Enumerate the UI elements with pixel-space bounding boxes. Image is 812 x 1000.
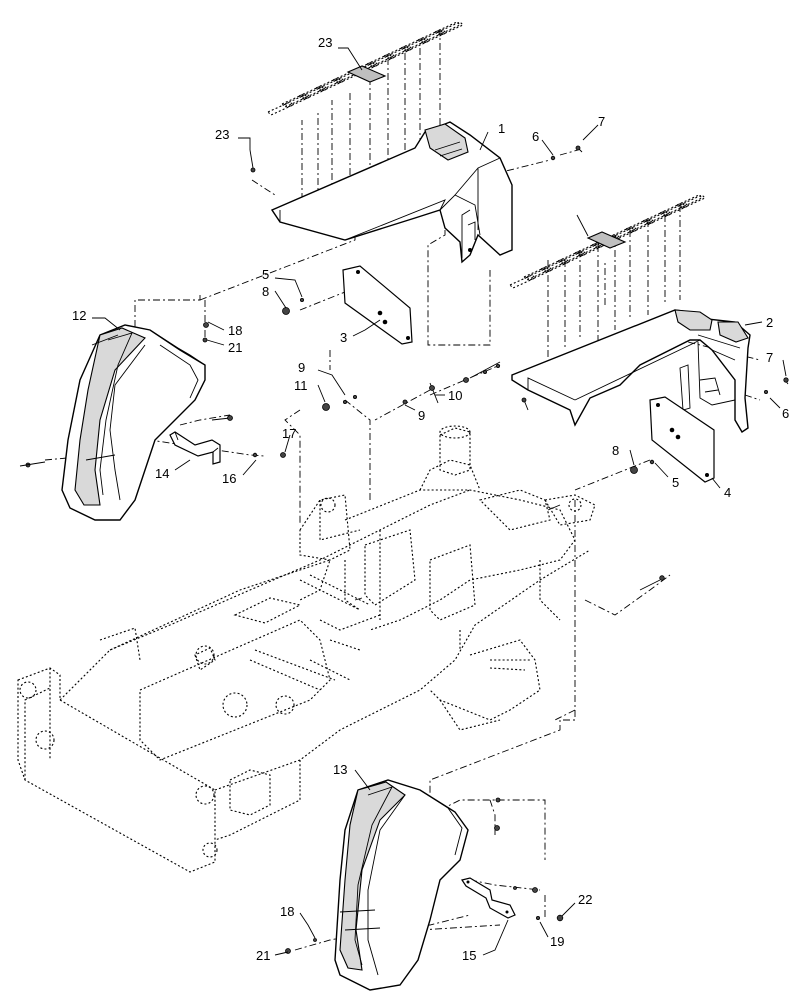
callout-23-top: 23 <box>318 35 332 50</box>
callout-21-bottom: 22 <box>578 892 592 907</box>
callout-12: 12 <box>72 308 86 323</box>
callout-labels: 23 23 1 6 7 2 5 8 3 12 18 21 9 11 10 9 7… <box>72 35 789 963</box>
callout-9-left: 9 <box>298 360 305 375</box>
label-pad-23-top <box>346 65 387 83</box>
callout-15: 15 <box>462 948 476 963</box>
callout-6-right: 6 <box>782 406 789 421</box>
decal-strip <box>509 274 536 289</box>
bracket-15 <box>461 877 516 919</box>
callout-leaders <box>92 47 787 956</box>
callout-14: 14 <box>155 466 169 481</box>
bracket-14 <box>169 431 221 465</box>
callout-3: 3 <box>340 330 347 345</box>
callout-16: 16 <box>222 471 236 486</box>
callout-22: 23 <box>215 127 229 142</box>
hardware <box>19 145 789 954</box>
callout-8-left: 8 <box>262 284 269 299</box>
fender-12 <box>61 324 206 521</box>
callout-21-left: 21 <box>228 340 242 355</box>
callout-20: 21 <box>256 948 270 963</box>
callout-8-right: 8 <box>612 443 619 458</box>
fender-2 <box>511 309 751 433</box>
callout-13: 13 <box>333 762 347 777</box>
fender-13 <box>334 779 469 991</box>
callout-7-top: 7 <box>598 114 605 129</box>
callout-18-left: 18 <box>228 323 242 338</box>
callout-6-top: 6 <box>532 129 539 144</box>
callout-5-right: 5 <box>672 475 679 490</box>
callout-1: 1 <box>498 121 505 136</box>
callout-10: 10 <box>448 388 462 403</box>
callout-5-left: 5 <box>262 267 269 282</box>
callout-19: 19 <box>550 934 564 949</box>
callout-11: 11 <box>294 378 308 393</box>
fender-1 <box>270 121 513 264</box>
callout-9-mid: 9 <box>418 408 425 423</box>
decal-strip <box>267 101 294 116</box>
callout-17: 17 <box>282 426 296 441</box>
label-pad-23-right <box>586 231 627 249</box>
callout-2: 2 <box>766 315 773 330</box>
plate-3 <box>342 265 413 345</box>
callout-18-bottom: 18 <box>280 904 294 919</box>
plate-4 <box>649 396 715 483</box>
chassis-frame <box>17 425 596 873</box>
callout-4: 4 <box>724 485 731 500</box>
callout-7-right: 7 <box>766 350 773 365</box>
